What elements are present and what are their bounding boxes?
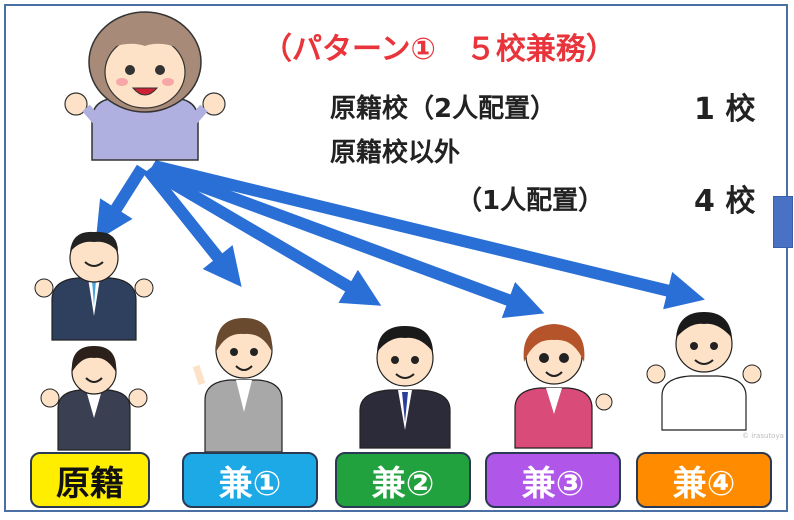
arrow-to-ken2 [146, 164, 382, 306]
genseki-teacher-woman [40, 346, 148, 451]
arrow-to-ken3 [149, 162, 545, 319]
side-tab[interactable] [773, 196, 793, 248]
school-ken4-button[interactable]: 兼④ [636, 452, 772, 508]
ken2-teacher-figure [359, 326, 451, 449]
main-teacher-figure [64, 11, 226, 161]
row-genseki-count: 1 校 [694, 92, 756, 127]
arrows [95, 160, 705, 319]
row-other-label: 原籍校以外 [330, 138, 461, 168]
school-ken2-button[interactable]: 兼② [335, 452, 471, 508]
arrow-to-ken1 [143, 166, 242, 287]
row-single-count: 4 校 [694, 184, 756, 219]
arrow-to-ken4 [152, 160, 705, 310]
ken1-teacher-figure [192, 318, 283, 453]
genseki-teacher-man [34, 231, 154, 341]
ken3-teacher-figure [514, 324, 613, 449]
ken4-teacher-figure [646, 312, 762, 431]
school-genseki-button[interactable]: 原籍 [30, 452, 150, 508]
row-single-label: （1人配置） [456, 186, 605, 216]
pattern-title: （パターン① ５校兼務） [262, 32, 616, 67]
school-ken1-button[interactable]: 兼① [182, 452, 318, 508]
school-ken3-button[interactable]: 兼③ [485, 452, 621, 508]
row-genseki-label: 原籍校（2人配置） [330, 94, 557, 124]
arrow-to-genseki [95, 164, 148, 241]
watermark: © irasutoya [742, 432, 784, 440]
